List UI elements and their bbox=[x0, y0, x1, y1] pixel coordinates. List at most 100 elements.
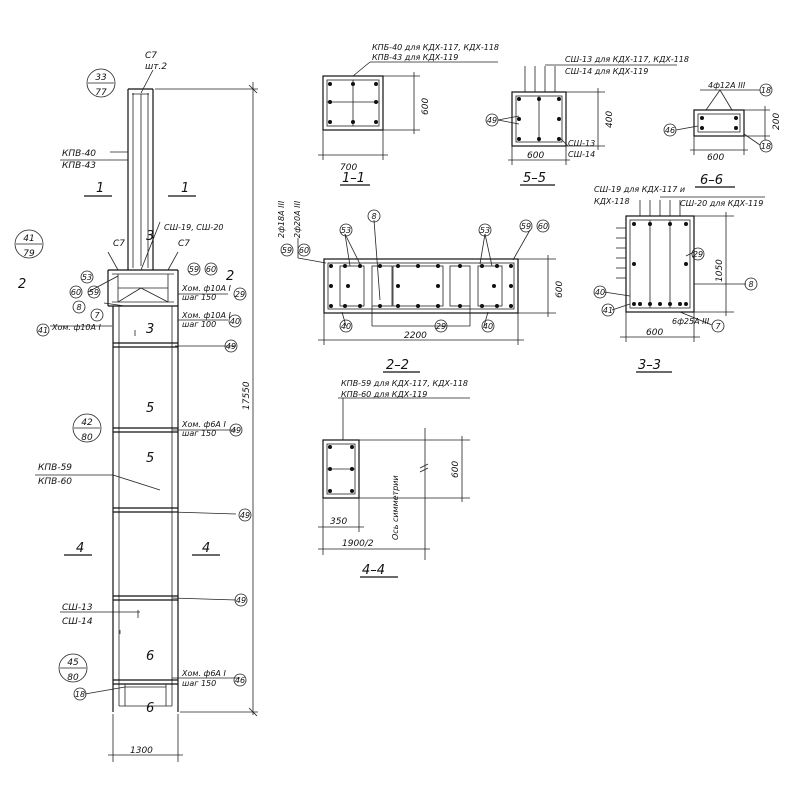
sec33-label-b: КДХ-118 bbox=[594, 197, 630, 206]
mark-49-d: 49 bbox=[236, 596, 246, 605]
sec33-dim-w: 600 bbox=[646, 328, 663, 338]
mark-60: 60 bbox=[71, 288, 81, 297]
mark-49-a: 49 bbox=[226, 342, 236, 351]
sec22-rebar-a: 2ф18А III bbox=[277, 200, 286, 238]
clamp-mid-a: Хом. ф6А I bbox=[181, 420, 226, 429]
sec33-mark-41: 41 bbox=[603, 306, 613, 315]
section-3-3-labels: СШ-19 для КДХ-117 и КДХ-118 СШ-20 для КД… bbox=[594, 185, 763, 373]
sec66-mark-18-top: 18 bbox=[761, 86, 771, 95]
sec33-mark-29: 29 bbox=[693, 250, 703, 259]
column-labels: С7 шт.2 33 77 КПВ-40 КПВ-43 1 1 41 79 2 … bbox=[18, 51, 252, 756]
kpv-mid-b: КПВ-60 bbox=[38, 477, 72, 487]
mark-41: 41 bbox=[38, 326, 48, 335]
sec22-mark-59r: 59 bbox=[521, 222, 531, 231]
sec44-dim-a: 350 bbox=[330, 517, 347, 527]
mark-6-b: 6 bbox=[146, 701, 154, 716]
sec22-dim-h: 600 bbox=[555, 281, 565, 298]
sec22-mark-59: 59 bbox=[282, 246, 292, 255]
sec66-dim-w: 600 bbox=[707, 153, 724, 163]
section-5-5 bbox=[485, 64, 677, 186]
sec44-dim-w: 1900/2 bbox=[342, 539, 374, 549]
kpv-mid-a: КПВ-59 bbox=[38, 463, 72, 473]
sec22-rebar-b: 2ф20А III bbox=[293, 200, 302, 238]
section-4-4 bbox=[318, 397, 470, 578]
top-label: С7 bbox=[145, 51, 157, 61]
sec66-mark-18: 18 bbox=[761, 142, 771, 151]
sec44-label-b: КПВ-60 для КДХ-119 bbox=[341, 390, 427, 399]
clamp-40-a: Хом. ф10А I bbox=[181, 311, 232, 320]
label-2-left: 2 bbox=[18, 277, 26, 292]
clamp-low-b: шаг 150 bbox=[182, 679, 216, 688]
sec55-dim-h: 400 bbox=[605, 111, 615, 128]
circle-low-upper: 45 bbox=[67, 658, 79, 668]
mark-53: 53 bbox=[82, 273, 92, 282]
c7-left: С7 bbox=[113, 239, 125, 249]
sec66-title: 6–6 bbox=[700, 173, 723, 188]
sec11-title: 1–1 bbox=[342, 171, 365, 186]
height-dim: 17550 bbox=[242, 381, 252, 410]
sec44-axis: Ось симметрии bbox=[391, 475, 400, 540]
mark-3-upper: 3 bbox=[146, 229, 154, 244]
mark-3-lower: 3 bbox=[146, 322, 154, 337]
circle-left-upper: 41 bbox=[23, 234, 34, 244]
sec66-rebar: 4ф12А III bbox=[708, 81, 746, 90]
mark-59: 59 bbox=[89, 288, 99, 297]
mark-5-b: 5 bbox=[146, 451, 154, 466]
section-3-3 bbox=[593, 196, 765, 373]
mark-7: 7 bbox=[94, 311, 100, 320]
sec33-mark-7: 7 bbox=[715, 322, 721, 331]
mark-59-r: 59 bbox=[189, 265, 199, 274]
sec11-dim-w: 700 bbox=[340, 163, 357, 173]
sec66-mark-46: 46 bbox=[665, 126, 675, 135]
sec44-label-a: КПВ-59 для КДХ-117, КДХ-118 bbox=[341, 379, 468, 388]
mark-18: 18 bbox=[75, 690, 85, 699]
circle-mid-upper: 42 bbox=[81, 418, 93, 428]
circle-left-lower: 79 bbox=[23, 249, 35, 259]
mark-29: 29 bbox=[235, 290, 245, 299]
kpv-top-b: КПВ-43 bbox=[62, 161, 96, 171]
clamp-41: Хом. ф10А I bbox=[51, 323, 102, 332]
sec66-dim-h: 200 bbox=[772, 113, 782, 130]
circle-low-lower: 80 bbox=[67, 673, 79, 683]
sh-14: СШ-14 bbox=[62, 617, 93, 627]
sec22-mark-40b: 40 bbox=[483, 322, 493, 331]
section-4-4-labels: КПВ-59 для КДХ-117, КДХ-118 КПВ-60 для К… bbox=[330, 379, 468, 578]
sec33-mark-40: 40 bbox=[595, 288, 605, 297]
mark-49-c: 49 bbox=[240, 511, 250, 520]
sec33-title: 3–3 bbox=[638, 358, 661, 373]
sec55-mark-49: 49 bbox=[487, 116, 497, 125]
sec22-dim-w: 2200 bbox=[404, 331, 427, 341]
sec22-mark-60r: 60 bbox=[538, 222, 548, 231]
mark-8: 8 bbox=[76, 303, 81, 312]
section-2-2 bbox=[280, 209, 556, 373]
section-5-5-labels: СШ-13 для КДХ-117, КДХ-118 СШ-14 для КДХ… bbox=[487, 55, 689, 186]
kpv-top-a: КПВ-40 bbox=[62, 149, 96, 159]
circle-top-lower: 77 bbox=[95, 88, 107, 98]
mark-46: 46 bbox=[235, 676, 245, 685]
sec22-mark-8: 8 bbox=[371, 212, 376, 221]
sec22-mark-60: 60 bbox=[299, 246, 309, 255]
sec22-title: 2–2 bbox=[386, 358, 409, 373]
clamp-low-a: Хом. ф6А I bbox=[181, 669, 226, 678]
mark-49-b: 49 bbox=[231, 426, 241, 435]
section-6-6-labels: 4ф12А III 18 46 18 600 200 6–6 bbox=[665, 81, 782, 188]
sec11-dim-h: 600 bbox=[421, 98, 431, 115]
section-1-right: 1 bbox=[181, 181, 189, 196]
sec44-title: 4–4 bbox=[362, 563, 385, 578]
sec55-label-a: СШ-13 для КДХ-117, КДХ-118 bbox=[565, 55, 689, 64]
circle-mid-lower: 80 bbox=[81, 433, 93, 443]
width-bottom: 1300 bbox=[130, 746, 153, 756]
sec44-dim-h: 600 bbox=[451, 461, 461, 478]
section-1-left: 1 bbox=[96, 181, 104, 196]
sh-13: СШ-13 bbox=[62, 603, 93, 613]
section-6-6 bbox=[663, 83, 773, 188]
mark-60-r: 60 bbox=[206, 265, 216, 274]
mark-40: 40 bbox=[230, 317, 240, 326]
label-2-right: 2 bbox=[226, 269, 234, 284]
sec22-mark-53b: 53 bbox=[480, 226, 490, 235]
c7-right: С7 bbox=[178, 239, 190, 249]
mark-6-a: 6 bbox=[146, 649, 154, 664]
sec11-label-a: КПБ-40 для КДХ-117, КДХ-118 bbox=[372, 43, 499, 52]
sec55-dim-w: 600 bbox=[527, 151, 544, 161]
